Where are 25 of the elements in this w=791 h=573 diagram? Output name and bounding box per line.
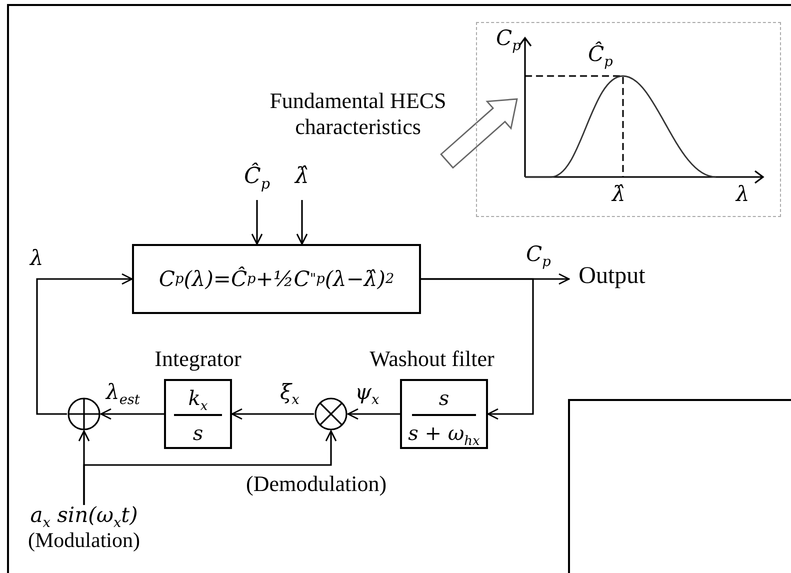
signal-arrow bbox=[421, 278, 534, 420]
signal-arrow bbox=[36, 273, 133, 415]
signal-label: Output bbox=[578, 264, 646, 288]
block-title: Washout filter bbox=[368, 346, 496, 372]
edge-label: (Demodulation) bbox=[246, 473, 387, 495]
signal-label: a$_{x}$ sin(ω$_{x}$t) bbox=[29, 505, 139, 526]
denominator: s bbox=[192, 423, 204, 443]
signal-arrow bbox=[251, 200, 263, 245]
axis-label: λ̂ bbox=[612, 184, 626, 205]
denominator: s + ω$_{hx}$ bbox=[407, 423, 481, 443]
signal-arrow bbox=[296, 200, 308, 245]
signal-label: λ̂ bbox=[293, 166, 310, 188]
numerator: s bbox=[438, 388, 450, 408]
axis-label: λ bbox=[736, 184, 750, 205]
signal-arrow bbox=[83, 430, 337, 505]
signal-arrow bbox=[231, 408, 314, 420]
edge-label: λ$_{est}$ bbox=[106, 382, 140, 403]
numerator: k$_{x}$ bbox=[187, 388, 209, 408]
edge-label: ξ$_{x}$ bbox=[280, 382, 300, 403]
signal-arrow bbox=[100, 408, 164, 420]
signal-arrow bbox=[347, 408, 400, 420]
block-title: Integrator bbox=[154, 346, 242, 372]
signal-caption: (Modulation) bbox=[27, 530, 141, 551]
block-arrow bbox=[440, 98, 518, 169]
block-title: Fundamental HECS characteristics bbox=[268, 88, 448, 141]
